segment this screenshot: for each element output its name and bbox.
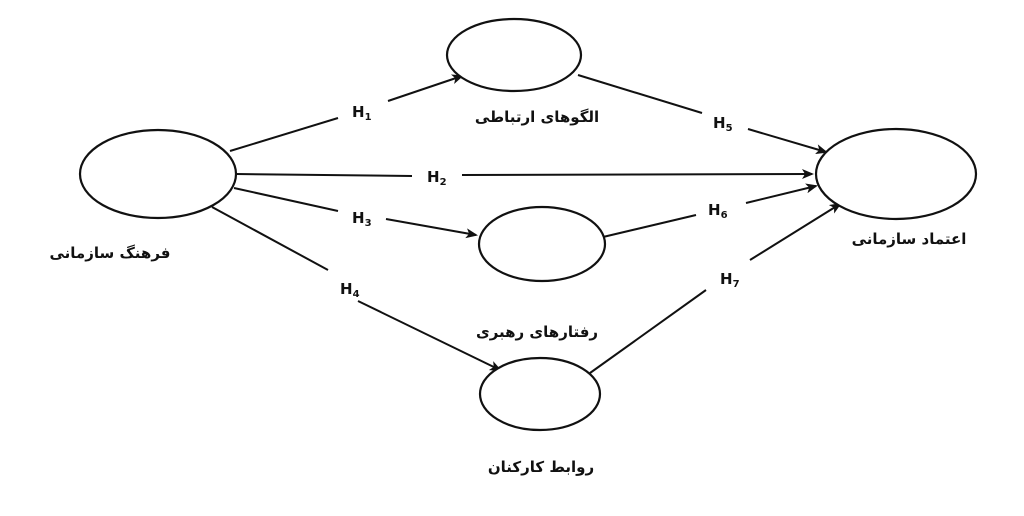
- edge-h3-a: [233, 187, 339, 212]
- node-communication: [445, 17, 583, 93]
- edge-h4-a: [211, 206, 329, 271]
- node-culture: [78, 128, 238, 220]
- hypothesis-h5: H5: [713, 114, 733, 134]
- edge-h5-a: [577, 74, 703, 114]
- edge-h7-b: [749, 202, 842, 261]
- hypothesis-h1: H1: [352, 103, 372, 123]
- edge-h6-a: [602, 214, 697, 238]
- hypothesis-h6: H6: [708, 201, 728, 221]
- edge-h2-b: [461, 169, 814, 180]
- edge-h3-b: [385, 218, 478, 239]
- node-trust: [814, 127, 978, 221]
- edge-h2-a: [235, 173, 413, 177]
- label-culture: فرهنگ سازمانی: [49, 244, 170, 262]
- edge-h1-a: [229, 117, 339, 152]
- label-communication: الگوهای ارتباطی: [475, 108, 599, 126]
- label-leadership: رفتارهای رهبری: [476, 323, 598, 341]
- hypothesis-h4: H4: [340, 280, 360, 300]
- node-leadership: [477, 205, 607, 283]
- label-employee-relations: روابط کارکنان: [488, 458, 594, 476]
- edge-h5-b: [747, 128, 828, 154]
- edge-h1-b: [387, 74, 464, 102]
- edge-h7-a: [589, 289, 707, 374]
- edge-h6-b: [745, 183, 818, 204]
- edge-h4-b: [357, 300, 502, 371]
- label-trust: اعتماد سازمانی: [852, 230, 967, 248]
- hypothesis-h3: H3: [352, 209, 372, 229]
- hypothesis-h7: H7: [720, 270, 740, 290]
- node-employee-relations: [478, 356, 602, 432]
- hypothesis-h2: H2: [427, 168, 447, 188]
